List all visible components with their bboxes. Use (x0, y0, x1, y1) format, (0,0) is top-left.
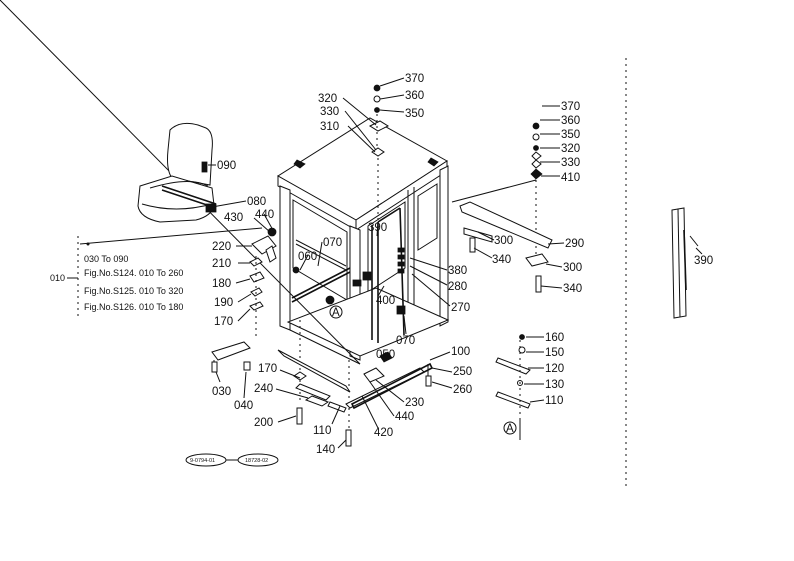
rear-pillar-detail (671, 207, 699, 319)
right-hardware (451, 122, 553, 293)
label-370-top: 370 (405, 73, 424, 85)
label-040: 040 (234, 400, 253, 412)
label-170-bottom: 170 (258, 363, 277, 375)
stamp-right: 18728-02 (245, 458, 268, 464)
label-190: 190 (214, 297, 233, 309)
cab-frame (0, 0, 450, 365)
label-330-right: 330 (561, 157, 580, 169)
label-230: 230 (405, 397, 424, 409)
label-350-top: 350 (405, 108, 424, 120)
label-420: 420 (374, 427, 393, 439)
stamp-left: 9-0794-01 (190, 458, 215, 464)
part-labels: 370 360 350 320 330 310 090 080 430 440 … (212, 73, 713, 456)
label-060: 060 (298, 251, 317, 263)
label-120: 120 (545, 363, 564, 375)
label-170-left: 170 (214, 316, 233, 328)
note-line-1: 030 To 090 (84, 254, 128, 264)
label-320-roof: 320 (318, 93, 337, 105)
label-100: 100 (451, 346, 470, 358)
roof-hardware (368, 84, 390, 230)
label-440-seat: 440 (255, 209, 274, 221)
label-050: 050 (376, 349, 395, 361)
label-210: 210 (212, 258, 231, 270)
label-390-detail: 390 (694, 255, 713, 267)
reference-markers: A A (329, 305, 517, 435)
label-140: 140 (316, 444, 335, 456)
label-250: 250 (453, 366, 472, 378)
leader-lines (208, 77, 703, 449)
label-440-step: 440 (395, 411, 414, 423)
label-130: 130 (545, 379, 564, 391)
label-430: 430 (224, 212, 243, 224)
label-220: 220 (212, 241, 231, 253)
label-200: 200 (254, 417, 273, 429)
label-290: 290 (565, 238, 584, 250)
label-300-upper: 300 (494, 235, 513, 247)
label-340-lower: 340 (563, 283, 582, 295)
left-hardware (211, 227, 352, 447)
label-390-cab: 390 (368, 222, 387, 234)
label-090: 090 (217, 160, 236, 172)
label-340-upper: 340 (492, 254, 511, 266)
marker-a-cab: A (332, 307, 340, 319)
assembly-note: 010 030 To 090 Fig.No.S124. 010 To 260 F… (50, 227, 263, 316)
label-070-lower: 070 (396, 335, 415, 347)
label-360-right: 360 (561, 115, 580, 127)
label-350-right: 350 (561, 129, 580, 141)
note-line-4: Fig.No.S126. 010 To 180 (84, 302, 183, 312)
note-line-2: Fig.No.S124. 010 To 260 (84, 268, 183, 278)
label-360-top: 360 (405, 90, 424, 102)
label-110-bottom: 110 (313, 425, 331, 437)
right-lower-hardware (495, 334, 531, 440)
label-070-upper: 070 (323, 237, 342, 249)
label-030: 030 (212, 386, 231, 398)
label-400: 400 (376, 295, 395, 307)
note-group-number: 010 (50, 273, 65, 283)
label-080: 080 (247, 196, 266, 208)
label-270: 270 (451, 302, 470, 314)
label-260: 260 (453, 384, 472, 396)
label-300-lower: 300 (563, 262, 582, 274)
label-330-roof: 330 (320, 106, 339, 118)
label-110-right: 110 (545, 395, 563, 407)
label-180: 180 (212, 278, 231, 290)
label-370-right: 370 (561, 101, 580, 113)
label-240: 240 (254, 383, 273, 395)
operator-seat (137, 122, 217, 223)
label-310: 310 (320, 121, 339, 133)
label-280: 280 (448, 281, 467, 293)
note-line-3: Fig.No.S125. 010 To 320 (84, 286, 183, 296)
label-320-right: 320 (561, 143, 580, 155)
bottom-plates (277, 349, 434, 413)
label-380: 380 (448, 265, 467, 277)
label-410: 410 (561, 172, 580, 184)
label-160: 160 (545, 332, 564, 344)
marker-a-right: A (506, 423, 514, 435)
drawing-stamps: 9-0794-01 18728-02 (185, 453, 279, 467)
label-150: 150 (545, 347, 564, 359)
